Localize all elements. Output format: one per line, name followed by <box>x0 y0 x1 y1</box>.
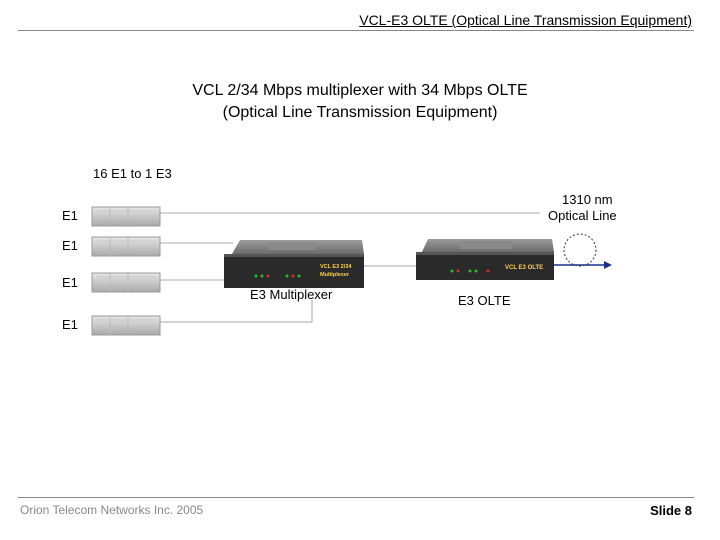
vent-grille <box>268 242 316 250</box>
arrow-head-icon <box>604 261 612 269</box>
led-indicator <box>254 274 258 278</box>
e1-label: E1 <box>62 275 78 290</box>
e1-label: E1 <box>62 238 78 253</box>
mux-panel-line1: VCL E3 2/34 <box>320 264 352 270</box>
e1-label: E1 <box>62 317 78 332</box>
led-indicator <box>456 269 460 273</box>
e1-unit <box>91 272 161 293</box>
olte-panel-text: VCL E3 OLTE <box>505 265 543 271</box>
optical-line-label: Optical Line <box>548 208 617 223</box>
led-indicator <box>297 274 301 278</box>
optical-line-wavelength: 1310 nm <box>562 192 613 207</box>
led-indicator <box>450 269 454 273</box>
led-indicator <box>260 274 264 278</box>
led-indicator <box>486 269 490 273</box>
slide-title: VCL-E3 OLTE (Optical Line Transmission E… <box>359 12 692 28</box>
led-indicator <box>474 269 478 273</box>
vent-grille <box>460 241 512 249</box>
led-indicator <box>266 274 270 278</box>
e1-label: E1 <box>62 208 78 223</box>
olte-label: E3 OLTE <box>458 293 511 308</box>
led-indicator <box>285 274 289 278</box>
mux-panel-line2: Multiplexer <box>320 272 350 278</box>
e3-multiplexer-device: VCL E3 2/34 Multiplexer <box>224 240 364 288</box>
footer-company: Orion Telecom Networks Inc. 2005 <box>20 503 204 517</box>
subtitle-line-1: VCL 2/34 Mbps multiplexer with 34 Mbps O… <box>192 82 528 99</box>
fiber-coil-icon <box>563 233 597 267</box>
led-indicator <box>468 269 472 273</box>
header-rule <box>18 30 694 31</box>
e1-unit <box>91 315 161 336</box>
subtitle-line-2: (Optical Line Transmission Equipment) <box>222 104 498 121</box>
slide-subtitle: VCL 2/34 Mbps multiplexer with 34 Mbps O… <box>0 80 720 124</box>
e3-olte-device: VCL E3 OLTE <box>416 239 554 280</box>
footer-rule <box>18 497 694 498</box>
e1-unit <box>91 206 161 227</box>
e1-connection-lines <box>160 212 540 323</box>
slide-number: Slide 8 <box>650 503 692 518</box>
optical-line <box>554 233 612 269</box>
multiplexer-label: E3 Multiplexer <box>250 287 333 302</box>
e1-unit <box>91 236 161 257</box>
diagram-caption: 16 E1 to 1 E3 <box>93 166 172 181</box>
led-indicator <box>291 274 295 278</box>
